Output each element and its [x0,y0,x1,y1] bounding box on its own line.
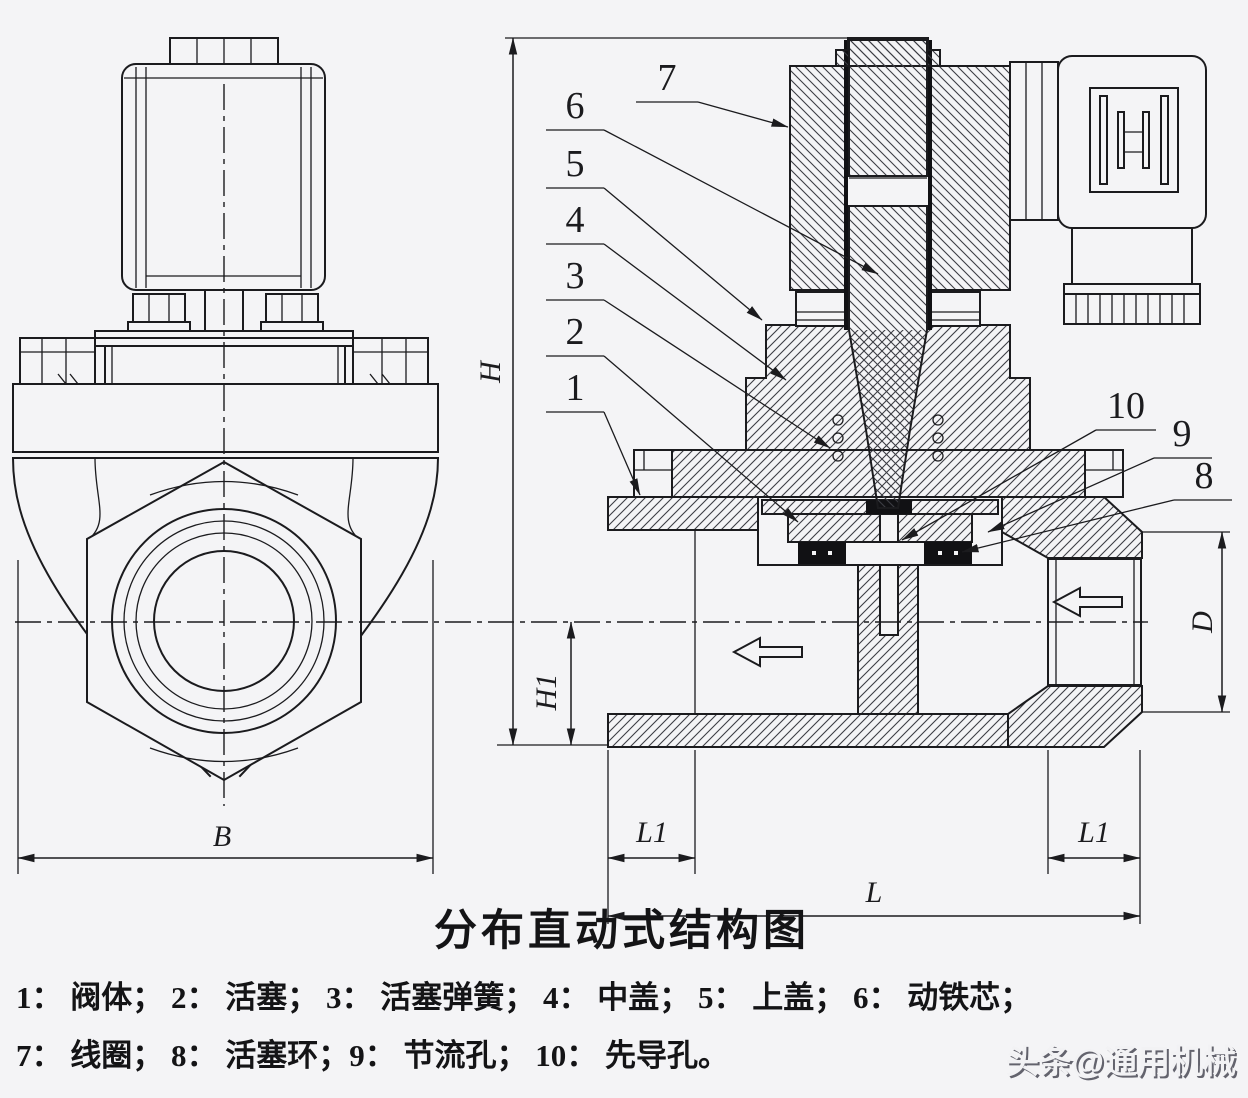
callout-9-number: 9 [1173,413,1192,455]
watermark-shadow-text: 头条@通用机械 [1008,1045,1238,1082]
piston-spring [832,414,944,462]
dimension-L1-right: L1 [1047,750,1141,924]
callout-7: 7 [636,57,789,128]
callout-10: 10 [901,385,1156,541]
dim-label-H1: H1 [530,674,563,712]
dim-label-D: D [1186,611,1219,634]
legend-line-1: 1： 阀体； 2： 活塞； 3： 活塞弹簧； 4： 中盖； 5： 上盖； 6： … [16,980,1031,1015]
piston-ring-left [798,542,846,564]
dimension-D: D [1142,531,1230,713]
watermark: 头条@通用机械 头条@通用机械 [1006,1043,1238,1082]
callout-6-number: 6 [566,85,585,127]
callout-8: 8 [961,455,1232,553]
callout-7-number: 7 [658,57,677,99]
piston-assembly [761,499,999,564]
section-view [607,37,1207,748]
dim-label-H: H [474,359,507,384]
callout-8-number: 8 [1195,455,1214,497]
front-tube-nut [169,37,279,65]
callout-3: 3 [546,255,831,449]
callout-3-number: 3 [566,255,585,297]
watermark-text: 头条@通用机械 [1006,1043,1236,1080]
dim-label-L1-left: L1 [635,816,668,849]
dim-label-B: B [213,820,231,853]
callout-1-number: 1 [566,367,585,409]
fixed-core [848,39,928,177]
front-view: B [11,37,440,874]
valve-seat [857,564,919,715]
armature-tube [835,37,941,509]
callout-4: 4 [546,199,787,381]
dim-label-L1-right: L1 [1077,816,1110,849]
callout-4-number: 4 [566,199,585,241]
front-coil-nuts [127,289,324,332]
piston-ring-right [924,542,972,564]
dimension-B: B [17,560,434,874]
dim-label-L: L [865,876,883,909]
callout-2-number: 2 [566,311,585,353]
callout-5-number: 5 [566,143,585,185]
callout-6: 6 [546,85,879,275]
dimension-L1-left: L1 [607,750,696,874]
moving-core [848,205,928,509]
legend-line-2: 7： 线圈； 8： 活塞环；9： 节流孔； 10： 先导孔。 [16,1038,729,1073]
dimension-H1: H1 [530,621,576,746]
callout-2: 2 [546,311,799,523]
front-body [11,383,440,778]
callout-10-number: 10 [1107,385,1145,427]
dimension-L: L [607,874,1141,924]
callout-9: 9 [987,413,1212,533]
callout-5: 5 [546,143,763,321]
connector [1057,55,1207,325]
drawing-title: 分布直动式结构图 [434,907,810,955]
dimension-H: H [474,37,848,746]
callout-1: 1 [546,367,641,496]
